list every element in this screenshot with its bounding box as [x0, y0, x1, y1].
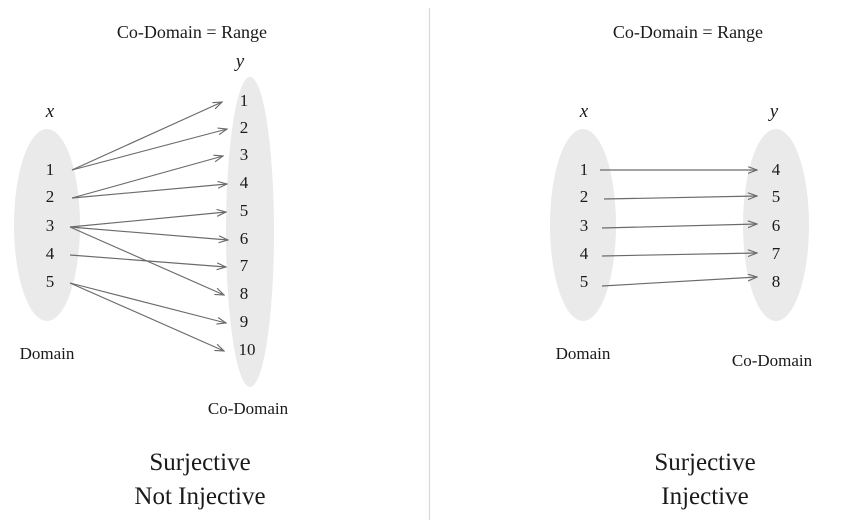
right-codomain-set-label: y [768, 101, 779, 122]
panel-right: Co-Domain = Range x Domain 1 2 3 4 5 y C… [550, 22, 813, 510]
left-domain-caption: Domain [20, 344, 75, 363]
left-codomain-node-6[interactable]: 6 [240, 229, 249, 248]
left-codomain-set-label: y [234, 51, 245, 72]
left-codomain-node-8[interactable]: 8 [240, 284, 249, 303]
left-domain-ellipse [14, 129, 80, 321]
right-verdict-line-1: Surjective [654, 449, 755, 476]
right-verdict-line-2: Injective [661, 483, 748, 510]
right-domain-node-1[interactable]: 1 [580, 160, 589, 179]
left-codomain-node-1[interactable]: 1 [240, 91, 249, 110]
left-codomain-node-2[interactable]: 2 [240, 118, 249, 137]
left-domain-node-5[interactable]: 5 [46, 272, 55, 291]
left-arrow-4-to-7 [69, 254, 226, 267]
right-codomain-node-8[interactable]: 8 [772, 272, 781, 291]
left-domain-node-4[interactable]: 4 [46, 244, 55, 263]
right-domain-node-4[interactable]: 4 [580, 244, 589, 263]
left-arrow-2-to-4 [71, 184, 227, 199]
left-arrow-2-to-3 [71, 156, 223, 199]
right-domain-node-3[interactable]: 3 [580, 216, 589, 235]
left-codomain-node-7[interactable]: 7 [240, 256, 249, 275]
right-arrow-4-to-7 [601, 253, 757, 256]
left-arrow-5-to-9 [69, 282, 226, 323]
left-domain-set-label: x [45, 101, 55, 122]
right-codomain-node-6[interactable]: 6 [772, 216, 781, 235]
left-arrow-1-to-1 [71, 102, 222, 171]
right-arrow-5-to-8 [601, 277, 757, 287]
right-codomain-ellipse [743, 129, 809, 321]
right-domain-node-5[interactable]: 5 [580, 272, 589, 291]
right-arrow-2-to-5 [603, 196, 757, 199]
left-verdict-line-2: Not Injective [134, 483, 265, 510]
left-domain-node-1[interactable]: 1 [46, 160, 55, 179]
left-codomain-node-5[interactable]: 5 [240, 201, 249, 220]
right-domain-caption: Domain [556, 344, 611, 363]
left-domain-node-2[interactable]: 2 [46, 187, 55, 206]
left-codomain-caption: Co-Domain [208, 399, 289, 418]
left-codomain-ellipse [226, 77, 274, 387]
left-domain-node-3[interactable]: 3 [46, 216, 55, 235]
panel-left: Co-Domain = Range x Domain 1 2 3 4 5 y C… [14, 22, 289, 510]
left-codomain-node-3[interactable]: 3 [240, 145, 249, 164]
right-arrow-3-to-6 [601, 224, 757, 229]
left-arrow-1-to-2 [71, 129, 227, 171]
panel-left-heading: Co-Domain = Range [117, 22, 267, 42]
left-arrow-3-to-6 [69, 226, 228, 240]
left-codomain-node-9[interactable]: 9 [240, 312, 249, 331]
right-domain-ellipse [550, 129, 616, 321]
right-domain-set-label: x [579, 101, 589, 122]
left-codomain-node-4[interactable]: 4 [240, 173, 249, 192]
right-codomain-node-5[interactable]: 5 [772, 187, 781, 206]
right-codomain-node-7[interactable]: 7 [772, 244, 781, 263]
right-domain-node-2[interactable]: 2 [580, 187, 589, 206]
left-arrow-3-to-5 [69, 212, 226, 228]
left-arrow-5-to-10 [69, 282, 224, 351]
left-verdict-line-1: Surjective [149, 449, 250, 476]
right-codomain-caption: Co-Domain [732, 351, 813, 370]
left-codomain-node-10[interactable]: 10 [239, 340, 256, 359]
right-codomain-node-4[interactable]: 4 [772, 160, 781, 179]
panel-right-heading: Co-Domain = Range [613, 22, 763, 42]
